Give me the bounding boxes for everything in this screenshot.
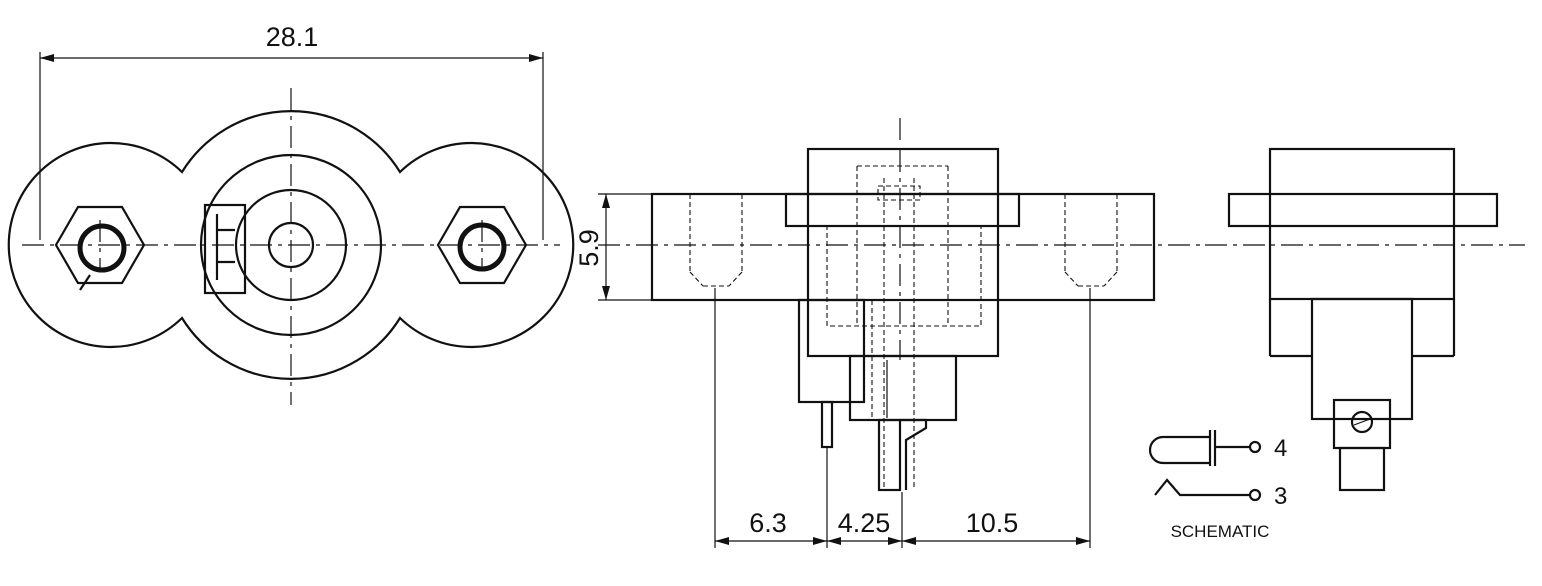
schematic: 4 3 SCHEMATIC: [1148, 430, 1287, 541]
main-body: [806, 147, 1000, 358]
terminal-center-tab: [900, 418, 928, 490]
schematic-pin-3-label: 3: [1274, 483, 1287, 510]
lower-center-block: [848, 354, 958, 422]
side-upper-body: [1268, 147, 1456, 301]
dim-label-4-25: 4.25: [838, 508, 891, 538]
flange-bar: [650, 192, 1156, 302]
terminal-left: [820, 400, 834, 449]
top-view-outline: [7, 110, 575, 380]
left-mount-nut: [54, 205, 146, 291]
side-terminal-hole: [1350, 410, 1374, 434]
top-flange: [784, 192, 1021, 228]
dimension-overall-width: 28.1: [39, 22, 544, 240]
contact-tab: [203, 203, 247, 295]
top-view: 28.1: [7, 22, 575, 405]
dim-label-6-3: 6.3: [749, 508, 787, 538]
side-skirt: [1268, 299, 1456, 358]
dimension-pin-pitch: 6.3 4.25 10.5: [714, 288, 1091, 548]
side-terminal-pin: [1338, 446, 1386, 492]
side-lower-body: [1310, 297, 1414, 421]
dim-label-10-5: 10.5: [966, 508, 1019, 538]
terminal-center: [877, 418, 902, 492]
side-terminal-block: [1332, 398, 1392, 450]
dimension-height: 5.9: [574, 193, 652, 301]
schematic-pin-3-node: [1248, 488, 1262, 502]
dim-label-28-1: 28.1: [266, 22, 319, 52]
schematic-caption: SCHEMATIC: [1171, 522, 1270, 541]
schematic-plug-symbol: [1148, 435, 1210, 465]
hidden-lines-front: [689, 165, 1118, 490]
schematic-pin-4-node: [1248, 440, 1262, 454]
front-view: 5.9 6.3 4.25 10.5: [574, 118, 1200, 548]
side-view: [1205, 147, 1525, 492]
dim-label-5-9: 5.9: [574, 229, 604, 267]
schematic-pin-4-label: 4: [1274, 435, 1287, 462]
side-flange: [1227, 192, 1499, 228]
schematic-spring-contact: [1154, 478, 1249, 497]
